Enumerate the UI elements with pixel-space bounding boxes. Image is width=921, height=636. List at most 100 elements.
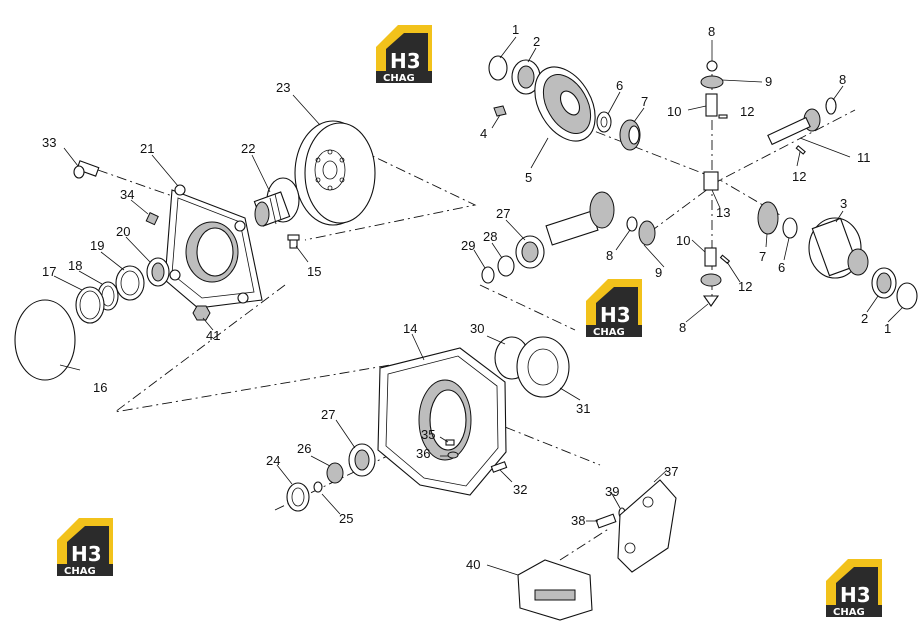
- spider-block-13: [703, 171, 719, 191]
- flange-hub-22: [253, 177, 300, 227]
- callout-41: 41: [206, 328, 220, 343]
- ring-1-top: [488, 55, 508, 81]
- bolt-4: [493, 105, 507, 117]
- logo-middle: H3 CHAG: [586, 279, 642, 338]
- callout-6: 6: [778, 260, 785, 275]
- callout-10: 10: [667, 104, 681, 119]
- callout-9: 9: [655, 265, 662, 280]
- washer-8-low: [626, 216, 638, 232]
- svg-text:CHAG: CHAG: [833, 607, 865, 618]
- callout-23: 23: [276, 80, 290, 95]
- callout-26: 26: [297, 441, 311, 456]
- nut-36: [447, 451, 459, 459]
- axis-housing-left: [114, 284, 391, 413]
- bolt-33: [73, 160, 100, 179]
- callout-39: 39: [605, 484, 619, 499]
- logo-top: H3 CHAG: [376, 25, 432, 84]
- bolt-32: [490, 461, 508, 473]
- callout-11: 11: [857, 150, 871, 165]
- diff-case-3: [808, 217, 869, 279]
- callout-14: 14: [403, 321, 417, 336]
- plug-34: [145, 212, 159, 226]
- cover-disc-16: [14, 299, 76, 381]
- callout-31: 31: [576, 401, 590, 416]
- callout-7: 7: [641, 94, 648, 109]
- svg-text:CHAG: CHAG: [64, 566, 96, 577]
- axle-housing-14: [377, 347, 507, 496]
- washer-6-low: [782, 217, 798, 239]
- callout-13: 13: [716, 205, 730, 220]
- callout-21: 21: [140, 141, 154, 156]
- callout-5: 5: [525, 170, 532, 185]
- spacer-28: [497, 255, 515, 277]
- axis-pinion-line: [479, 284, 576, 331]
- axis-bolt-33: [97, 169, 179, 199]
- callout-12: 12: [792, 169, 806, 184]
- cross-shaft-11: [767, 116, 811, 146]
- callout-35: 35: [421, 427, 435, 442]
- svg-text:CHAG: CHAG: [383, 73, 415, 84]
- callout-1: 1: [512, 22, 519, 37]
- callout-8: 8: [679, 320, 686, 335]
- ring-1-low: [896, 282, 918, 310]
- mount-block-40: [517, 559, 593, 621]
- pin-12-top: [718, 114, 728, 119]
- callout-29: 29: [461, 238, 475, 253]
- callout-2: 2: [861, 311, 868, 326]
- svg-text:H3: H3: [600, 303, 631, 327]
- pin-12-low: [719, 254, 731, 265]
- pin-10-top: [705, 93, 718, 117]
- flange-gasket-31: [516, 336, 570, 398]
- callout-34: 34: [120, 187, 134, 202]
- callout-1: 1: [884, 321, 891, 336]
- washer-8-bottom: [702, 295, 720, 307]
- callout-28: 28: [483, 229, 497, 244]
- logo-bottom-right: H3 CHAG: [826, 559, 882, 618]
- callout-9: 9: [765, 74, 772, 89]
- callout-8: 8: [708, 24, 715, 39]
- callout-labels: 1 2 8 9 8 6 7 10 12 4 11 12 5 13 27 28 2…: [42, 22, 891, 572]
- bearing-2-low: [871, 267, 897, 299]
- axis-hub-disc: [304, 149, 477, 241]
- svg-text:H3: H3: [71, 542, 102, 566]
- logo-bottom-left: H3 CHAG: [57, 518, 113, 577]
- bolt-38: [595, 513, 617, 529]
- callout-20: 20: [116, 224, 130, 239]
- side-gear-9-low: [638, 220, 656, 246]
- callout-12: 12: [740, 104, 754, 119]
- bearing-27-low: [348, 443, 376, 477]
- o-ring-25: [313, 481, 323, 493]
- callout-19: 19: [90, 238, 104, 253]
- callout-17: 17: [42, 264, 56, 279]
- cover-21: [164, 184, 263, 309]
- callout-12: 12: [738, 279, 752, 294]
- pin-10-low: [704, 247, 717, 267]
- pin-12-mid: [795, 145, 806, 155]
- callout-33: 33: [42, 135, 56, 150]
- callout-38: 38: [571, 513, 585, 528]
- callout-4: 4: [480, 126, 487, 141]
- callout-32: 32: [513, 482, 527, 497]
- callout-25: 25: [339, 511, 353, 526]
- svg-text:CHAG: CHAG: [593, 327, 625, 338]
- bolt-15: [287, 234, 300, 249]
- bolt-35: [445, 439, 455, 446]
- callout-8: 8: [606, 248, 613, 263]
- callout-24: 24: [266, 453, 280, 468]
- axis-mount-bolt: [559, 527, 611, 561]
- bracket-37: [617, 479, 677, 573]
- callout-15: 15: [307, 264, 321, 279]
- axis-lower-cross: [649, 179, 781, 233]
- callout-18: 18: [68, 258, 82, 273]
- seal-20: [146, 257, 170, 287]
- brake-disc-23: [294, 120, 376, 226]
- leader-lines: [53, 36, 903, 576]
- callout-27: 27: [321, 407, 335, 422]
- callout-2: 2: [533, 34, 540, 49]
- washer-6-top: [596, 111, 612, 133]
- side-gear-9-top: [700, 60, 724, 89]
- callout-10: 10: [676, 233, 690, 248]
- seal-24: [286, 482, 310, 512]
- axis-cross-main: [539, 109, 856, 181]
